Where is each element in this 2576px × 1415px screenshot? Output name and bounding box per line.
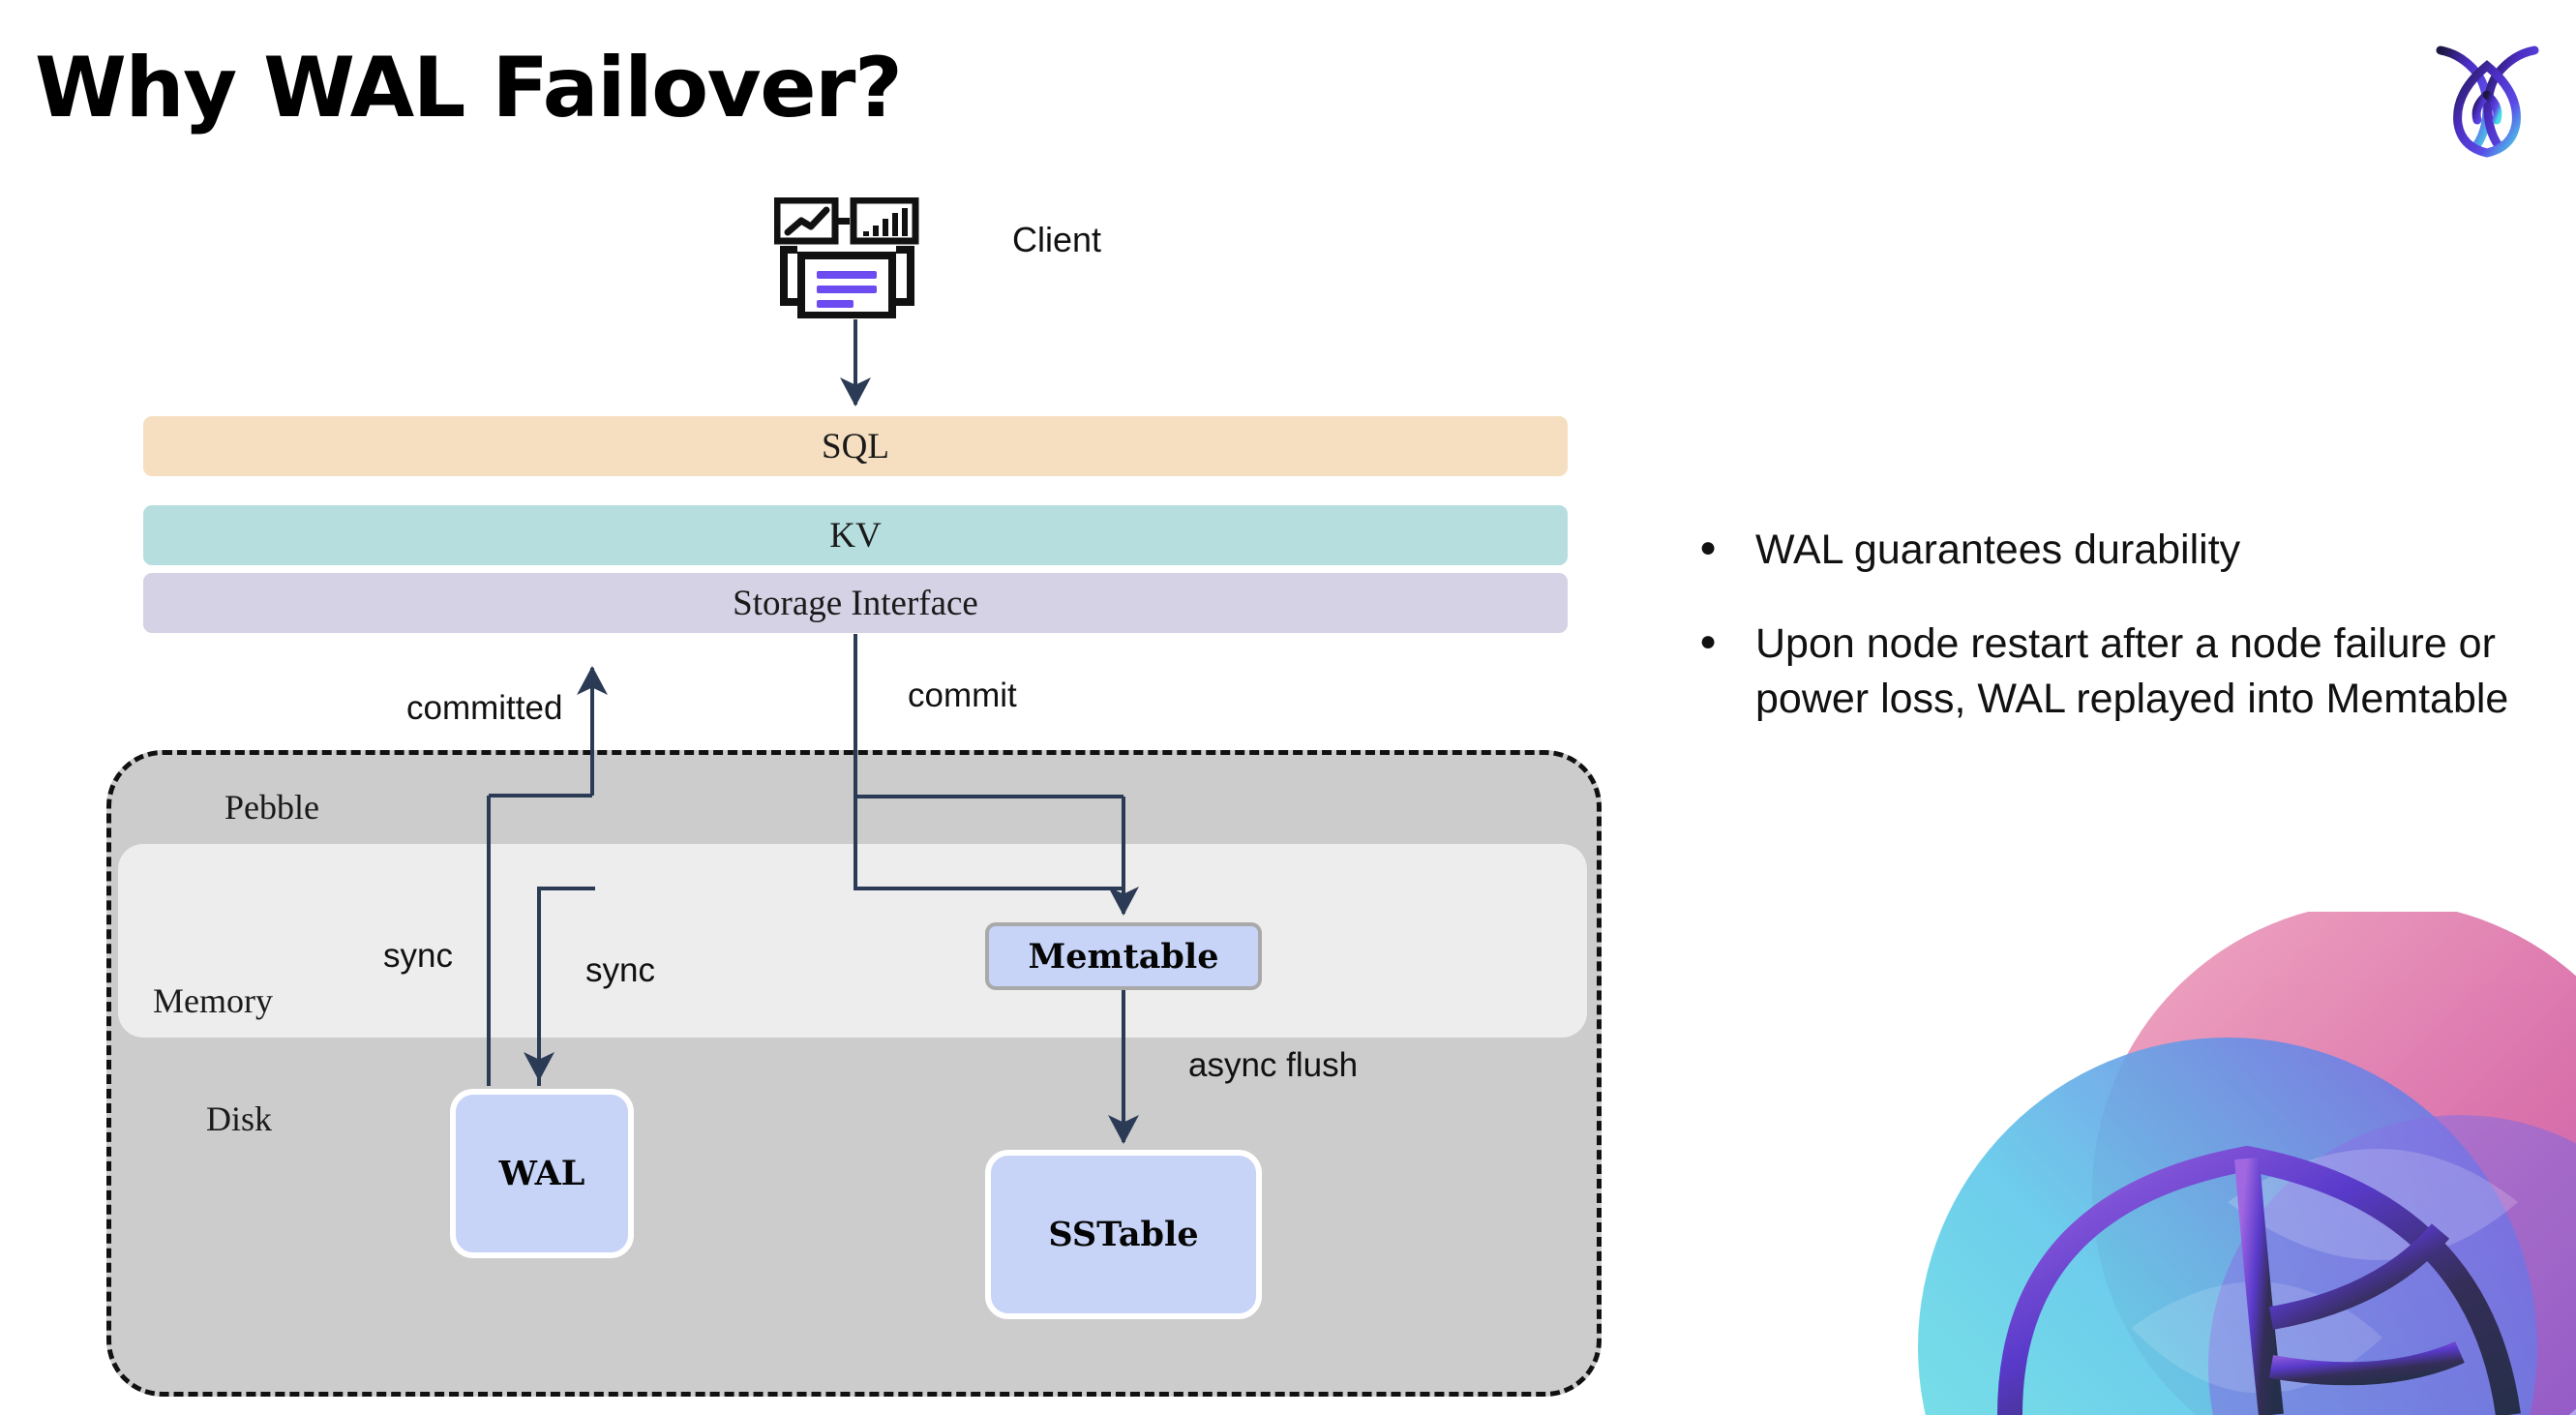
bullet-list: ● WAL guarantees durability ● Upon node …: [1699, 523, 2512, 765]
node-wal: WAL: [450, 1089, 634, 1258]
edge-label-sync-1: sync: [383, 937, 453, 975]
edge-label-committed: committed: [406, 689, 563, 727]
client-dashboard-icon: [773, 196, 921, 319]
layer-bar-storage-interface: Storage Interface: [143, 573, 1568, 633]
node-label-wal: WAL: [498, 1154, 585, 1193]
memory-region: [118, 844, 1587, 1038]
node-label-memtable: Memtable: [1028, 936, 1219, 977]
cockroachdb-logo-icon: [2417, 27, 2558, 158]
node-label-sstable: SSTable: [1048, 1215, 1199, 1254]
page-title: Why WAL Failover?: [35, 40, 903, 136]
edge-label-async-flush: async flush: [1188, 1046, 1359, 1084]
bullet-marker-icon: ●: [1699, 624, 1718, 657]
list-item: ● WAL guarantees durability: [1699, 523, 2512, 578]
node-sstable: SSTable: [985, 1150, 1262, 1319]
node-memtable: Memtable: [985, 922, 1262, 990]
layer-label-kv: KV: [829, 515, 882, 556]
layer-bar-kv: KV: [143, 505, 1568, 565]
bullet-marker-icon: ●: [1699, 531, 1718, 563]
client-label: Client: [1012, 220, 1102, 259]
bullet-text: WAL guarantees durability: [1755, 527, 2241, 573]
disk-label: Disk: [206, 1099, 273, 1138]
layer-label-storage-interface: Storage Interface: [733, 583, 978, 623]
list-item: ● Upon node restart after a node failure…: [1699, 617, 2512, 727]
layer-bar-sql: SQL: [143, 416, 1568, 476]
bullet-text: Upon node restart after a node failure o…: [1755, 619, 2509, 722]
pebble-label: Pebble: [225, 788, 319, 827]
edge-label-commit: commit: [908, 677, 1017, 714]
memory-label: Memory: [153, 981, 273, 1020]
decorative-corner-graphic: [1841, 912, 2576, 1415]
edge-label-sync-2: sync: [585, 951, 655, 989]
layer-label-sql: SQL: [822, 426, 889, 467]
